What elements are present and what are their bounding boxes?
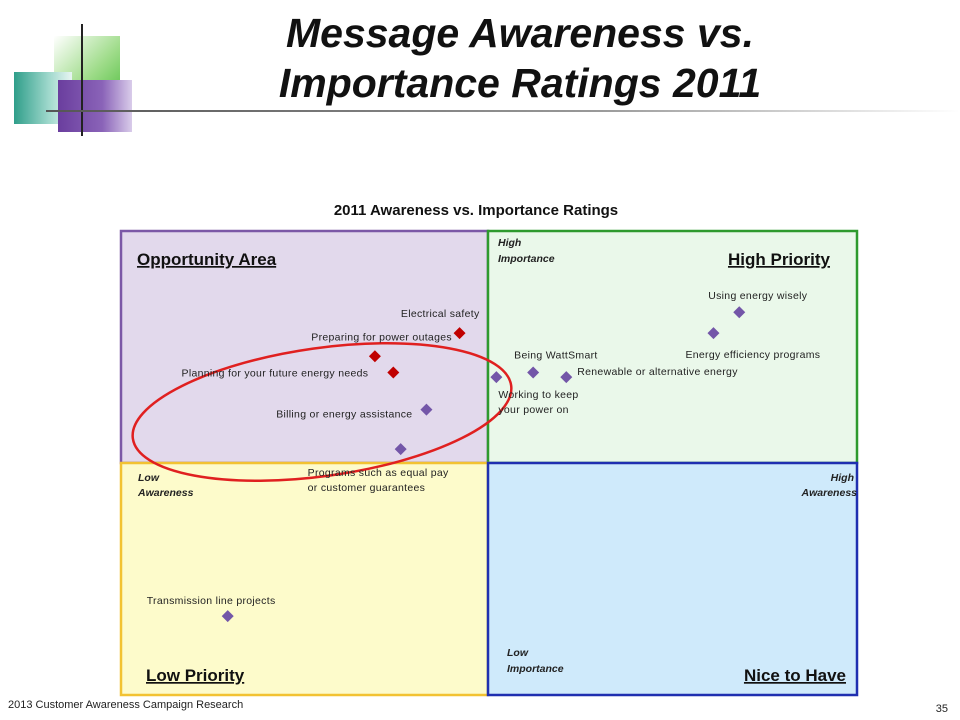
data-point-marker — [490, 371, 503, 384]
slide-title: Message Awareness vs. Importance Ratings… — [200, 8, 840, 108]
quadrant-opportunity-area — [119, 229, 490, 465]
data-point-marker — [527, 366, 540, 379]
data-point-label: Renewable or alternative energy — [577, 366, 738, 378]
data-point-marker — [368, 350, 381, 363]
data-point-label: Energy efficiency programs — [685, 349, 820, 361]
data-point-marker — [560, 371, 573, 384]
data-point-label: Preparing for power outages — [311, 331, 452, 343]
title-underline — [46, 110, 960, 112]
label-nice-to-have: Nice to Have — [744, 666, 846, 685]
quadrant-low-priority — [119, 461, 490, 697]
highlight-ellipse — [131, 342, 513, 482]
data-point-label: Being WattSmart — [514, 350, 597, 362]
slide-title-line2: Importance Ratings 2011 — [278, 60, 762, 106]
label-high-priority: High Priority — [728, 250, 831, 269]
data-point-marker — [221, 610, 234, 623]
quadrant-nice-to-have — [486, 461, 859, 697]
data-point-label: Transmission line projects — [147, 595, 276, 607]
data-point-marker — [707, 327, 720, 340]
page-number: 35 — [935, 703, 948, 715]
data-point-marker — [387, 366, 400, 379]
slide-title-line1: Message Awareness vs. — [286, 10, 754, 56]
footer-source: 2013 Customer Awareness Campaign Researc… — [8, 699, 244, 711]
data-points — [221, 306, 746, 623]
label-opportunity-area: Opportunity Area — [137, 250, 277, 269]
data-point-label: Billing or energy assistance — [276, 409, 412, 421]
chart-title: 2011 Awareness vs. Importance Ratings — [334, 202, 618, 219]
data-point-label: Using energy wisely — [708, 290, 808, 302]
data-point-marker — [420, 403, 433, 416]
data-point-marker — [733, 306, 746, 319]
data-point-label: Planning for your future energy needs — [182, 368, 369, 380]
data-point-marker — [453, 327, 466, 340]
corner-purple-square — [58, 80, 132, 132]
data-point-label: Electrical safety — [401, 308, 480, 320]
corner-vertical-line — [81, 24, 83, 136]
data-point-marker — [394, 443, 407, 456]
label-low-priority: Low Priority — [146, 666, 245, 685]
